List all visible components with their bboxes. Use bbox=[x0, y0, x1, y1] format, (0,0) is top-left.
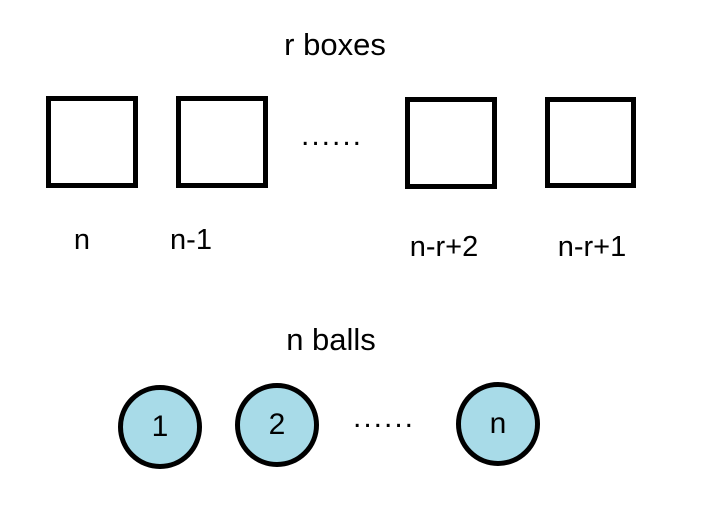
box-shape-n-1 bbox=[176, 96, 268, 188]
ball-1: 1 bbox=[118, 385, 202, 469]
boxes-section-title: r boxes bbox=[284, 27, 386, 62]
ball-2: 2 bbox=[235, 383, 319, 467]
box-shape-n-r+1 bbox=[545, 97, 636, 188]
box-shape-n-r+2 bbox=[405, 97, 497, 189]
balls-section-title: n balls bbox=[286, 322, 376, 357]
box-label-n-r+2: n-r+2 bbox=[409, 231, 479, 263]
box-label-n-1: n-1 bbox=[170, 224, 212, 256]
ball-n-label: n bbox=[489, 407, 507, 440]
ball-1-label: 1 bbox=[151, 410, 169, 443]
box-label-n: n bbox=[73, 224, 91, 256]
boxes-ellipsis: ...... bbox=[301, 119, 364, 152]
ball-n: n bbox=[456, 382, 540, 466]
box-label-n-r+1: n-r+1 bbox=[557, 231, 627, 263]
box-shape-n bbox=[46, 96, 138, 188]
ball-2-label: 2 bbox=[268, 408, 286, 441]
balls-ellipsis: ...... bbox=[353, 401, 416, 434]
